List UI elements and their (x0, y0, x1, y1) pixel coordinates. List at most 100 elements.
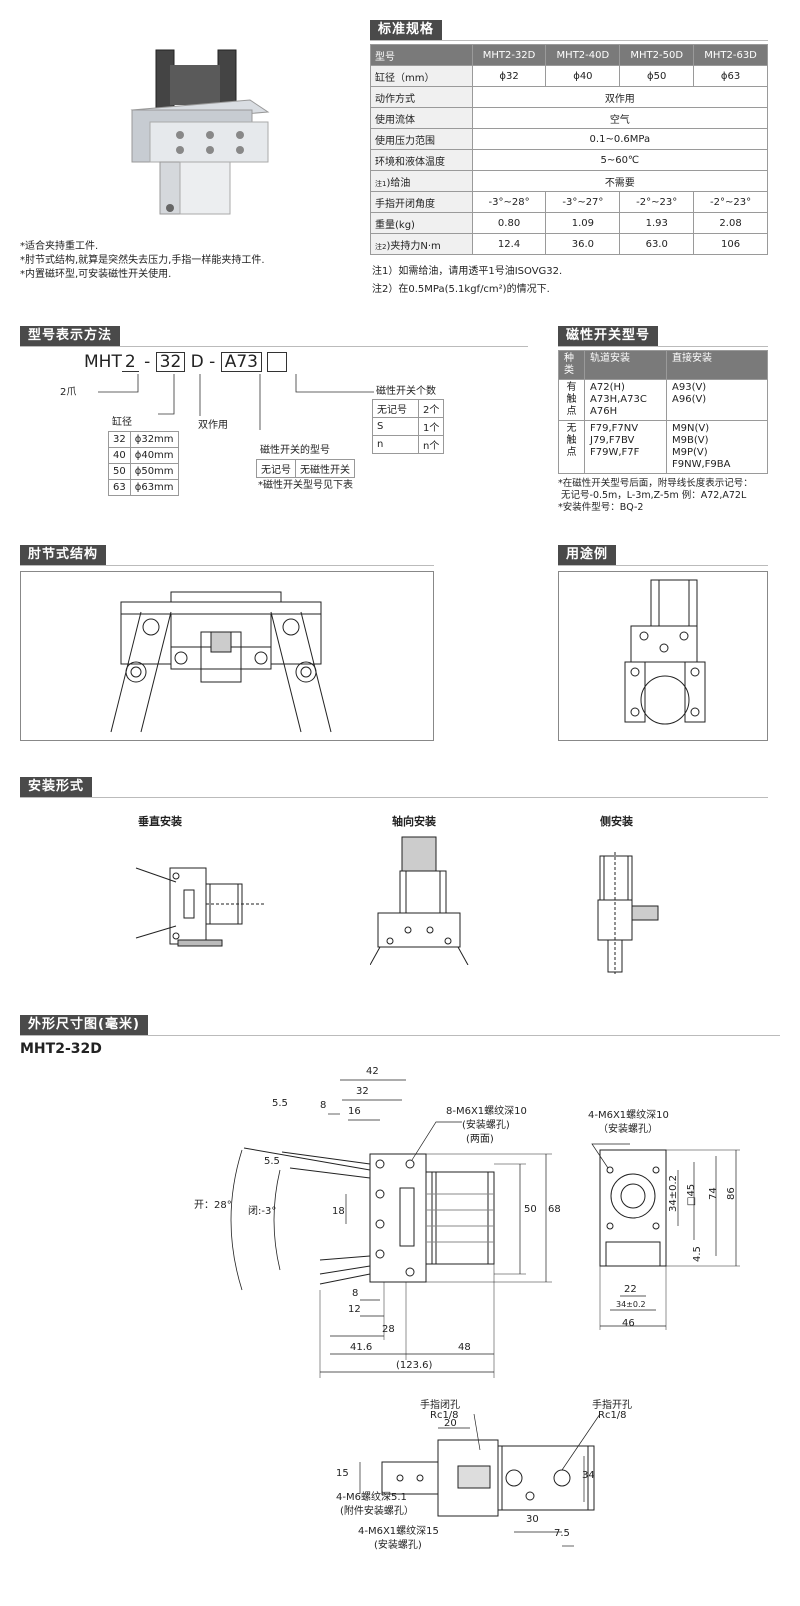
dim-34: 34 (582, 1470, 595, 1481)
spec-cell: 0.1~0.6MPa (471, 128, 769, 150)
dim-7-5: 7.5 (554, 1528, 570, 1539)
dim-34pm2: 34±0.2 (616, 1300, 646, 1309)
mount-label-axial: 轴向安装 (392, 815, 436, 828)
spec-table: 型号 MHT2-32D MHT2-40D MHT2-50D MHT2-63D 缸… (370, 44, 769, 255)
spec-note-2: 注2）在0.5MPa(5.1kgf/cm²)的情况下. (372, 284, 550, 295)
dim-5-5a: 5.5 (272, 1098, 288, 1109)
dim-5-5b: 5.5 (264, 1156, 280, 1167)
dim-46: 46 (622, 1318, 635, 1329)
mount-axial-drawing (370, 836, 469, 965)
feature-3: *内置磁环型,可安装磁性开关使用. (20, 269, 172, 280)
dimension-drawing-bottom (359, 1413, 601, 1547)
spec-label: 注1)给油 (370, 170, 473, 192)
dim-50: 50 (524, 1204, 537, 1215)
usage-title: 用途例 (558, 545, 617, 565)
m6-bottom-sub: (附件安装螺孔） (340, 1506, 414, 1517)
hole-side-sub: （安装螺孔） (598, 1124, 658, 1135)
spec-cell: -2°~23° (619, 191, 695, 213)
model-title: 型号表示方法 (20, 326, 121, 346)
mount-vertical-drawing (135, 867, 265, 947)
dim-34pm: 34±0.2 (668, 1174, 679, 1212)
dim-68: 68 (548, 1204, 561, 1215)
spec-cell: 36.0 (545, 233, 621, 255)
dim-28: 28 (382, 1324, 395, 1335)
mount-title: 安装形式 (20, 777, 93, 797)
dim-12: 12 (348, 1304, 361, 1315)
m6-bottom2-label: 4-M6X1螺纹深15 (358, 1526, 439, 1537)
spec-cell: -2°~23° (693, 191, 768, 213)
spec-header-model: 型号 (370, 44, 473, 66)
m6-bottom2-sub: (安装螺孔) (374, 1540, 422, 1551)
bore-label: 缸径 (112, 417, 132, 428)
dims-title: 外形尺寸图(毫米) (20, 1015, 148, 1035)
spec-cell: 0.80 (471, 212, 547, 234)
dimension-drawing-side (591, 1143, 740, 1330)
close-port-label: 手指闭孔 (420, 1400, 460, 1411)
dim-45sq: □45 (686, 1183, 697, 1206)
switch-type-table: 无记号无磁性开关 (256, 459, 355, 478)
structure-drawing (20, 571, 434, 741)
dim-48: 48 (458, 1342, 471, 1353)
spec-label: 手指开闭角度 (370, 191, 473, 213)
switch-type-label: 磁性开关的型号 (260, 445, 330, 456)
switch-note-1: *在磁性开关型号后面，附导线长度表示记号： (558, 478, 753, 489)
dim-close-angle: 闭:-3° (248, 1206, 277, 1217)
dim-41-6: 41.6 (350, 1342, 373, 1353)
spec-label: 动作方式 (370, 86, 473, 108)
spec-label: 使用压力范围 (370, 128, 473, 150)
dim-18: 18 (332, 1206, 345, 1217)
spec-cell: ϕ40 (545, 65, 621, 87)
spec-cell: 空气 (471, 107, 769, 129)
product-photo (130, 49, 270, 215)
spec-cell: ϕ63 (693, 65, 768, 87)
feature-2: *肘节式结构,就算是突然失去压力,手指一样能夹持工件. (20, 255, 265, 266)
mount-label-vertical: 垂直安装 (138, 815, 182, 828)
spec-label: 重量(kg) (370, 212, 473, 234)
dims-model: MHT2-32D (20, 1041, 102, 1057)
spec-label: 缸径（mm） (370, 65, 473, 87)
dim-30: 30 (526, 1514, 539, 1525)
spec-title: 标准规格 (370, 20, 443, 40)
spec-cell: -3°~27° (545, 191, 621, 213)
dim-22: 22 (624, 1284, 637, 1295)
dim-20: 20 (444, 1418, 457, 1429)
spec-header-63: MHT2-63D (693, 44, 768, 66)
dim-open-angle: 开：28° (194, 1200, 232, 1211)
spec-label: 注2)夹持力N·m (370, 233, 473, 255)
dim-74: 74 (708, 1187, 719, 1200)
switch-title: 磁性开关型号 (558, 326, 659, 346)
switch-table: 种类 轨道安装 直接安装 有 触 点 A72(H) A73H,A73C A76H… (558, 350, 768, 474)
hole-side-label: 4-M6X1螺纹深10 (588, 1110, 669, 1121)
open-port-rc: Rc1/8 (598, 1410, 627, 1421)
dim-16: 16 (348, 1106, 361, 1117)
spec-cell: 63.0 (619, 233, 695, 255)
dim-86: 86 (726, 1187, 737, 1200)
spec-cell: ϕ32 (471, 65, 547, 87)
spec-cell: -3°~28° (471, 191, 547, 213)
action-label: 双作用 (198, 420, 228, 431)
structure-title: 肘节式结构 (20, 545, 107, 565)
m6-bottom-label: 4-M6螺纹深5.1 (336, 1492, 407, 1503)
model-code-leaders (98, 374, 374, 430)
spec-cell: 1.09 (545, 212, 621, 234)
switch-note-3: *安装件型号：BQ-2 (558, 502, 644, 513)
spec-label: 环境和液体温度 (370, 149, 473, 171)
hole-front-sub: (安装螺孔) (462, 1120, 510, 1131)
spec-header-40: MHT2-40D (545, 44, 621, 66)
dim-123-6: (123.6) (396, 1360, 433, 1371)
dim-42: 42 (366, 1066, 379, 1077)
spec-cell: 1.93 (619, 212, 695, 234)
switch-note-2: 无记号-0.5m，L-3m,Z-5m 例：A72,A72L (558, 490, 747, 501)
spec-cell: ϕ50 (619, 65, 695, 87)
usage-drawing (558, 571, 768, 741)
hole-front-label: 8-M6X1螺纹深10 (446, 1106, 527, 1117)
dim-15: 15 (336, 1468, 349, 1479)
switch-type-note: *磁性开关型号见下表 (258, 480, 353, 491)
mount-side-drawing (597, 852, 659, 974)
feature-1: *适合夹持重工件. (20, 241, 99, 252)
spec-cell: 12.4 (471, 233, 547, 255)
spec-cell: 2.08 (693, 212, 768, 234)
spec-label: 使用流体 (370, 107, 473, 129)
